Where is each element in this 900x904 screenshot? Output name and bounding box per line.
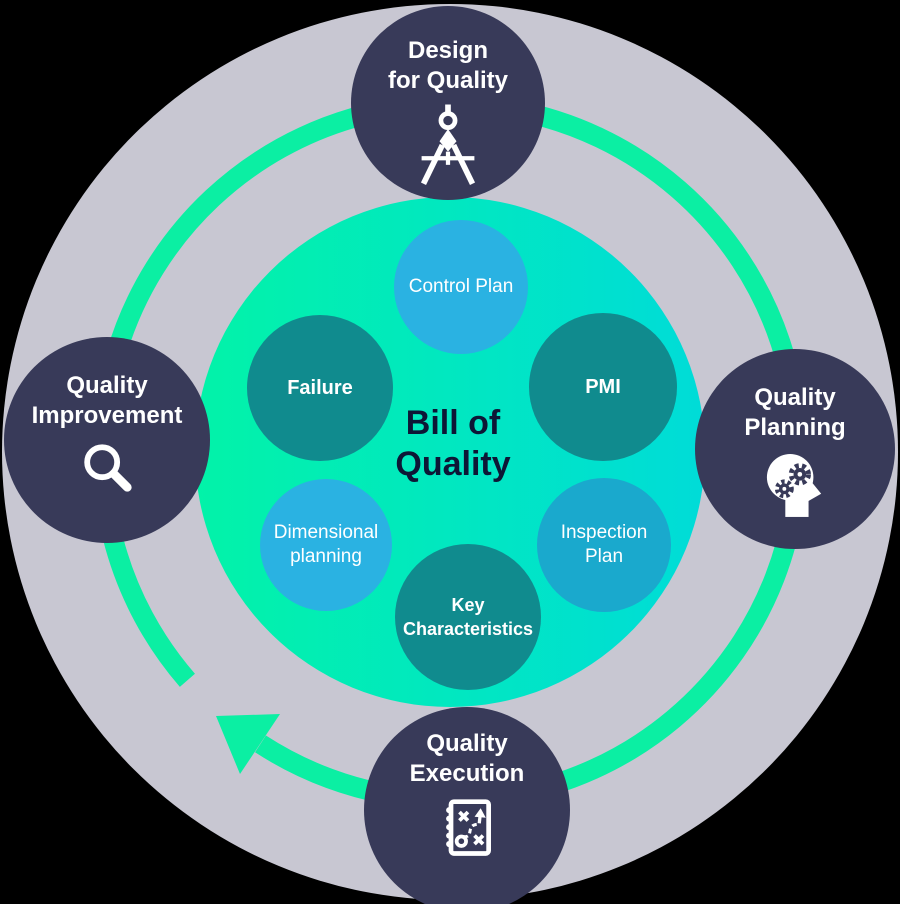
planning-label-line1: Quality	[754, 384, 836, 411]
node-inspection-plan-label: Inspection Plan	[561, 521, 648, 569]
node-failure: Failure	[247, 315, 393, 461]
node-dimensional-planning-label: Dimensional planning	[274, 521, 379, 569]
strategy-plan-icon	[446, 799, 491, 856]
node-quality-execution: Quality Execution	[364, 707, 570, 904]
planning-label-line2: Planning	[744, 414, 846, 441]
design-label-line1: Design	[407, 37, 488, 64]
node-pmi: PMI	[529, 313, 677, 461]
dimensional-line1: Dimensional	[273, 522, 379, 543]
node-key-characteristics-label: Key Characteristics	[403, 593, 533, 641]
node-design-for-quality: Design for Quality	[351, 6, 545, 200]
magnifying-glass-icon	[84, 444, 132, 492]
node-key-characteristics: Key Characteristics	[395, 544, 541, 690]
improvement-label-line2: Improvement	[31, 402, 183, 429]
head-with-gears-icon	[766, 453, 822, 517]
execution-label-line1: Quality	[426, 730, 508, 757]
key-line2: Characteristics	[402, 619, 534, 639]
inspection-line2: Plan	[584, 546, 624, 567]
center-title: Bill of Quality	[330, 403, 576, 485]
node-pmi-label: PMI	[585, 376, 621, 398]
node-dimensional-planning: Dimensional planning	[260, 479, 392, 611]
node-quality-improvement: Quality Improvement	[4, 337, 210, 543]
design-label-line2: for Quality	[387, 67, 508, 94]
inspection-line1: Inspection	[560, 522, 648, 543]
center-title-line2: Quality	[395, 445, 511, 483]
center-title-line1: Bill of	[405, 404, 501, 442]
flow-arrowhead-icon	[216, 714, 280, 774]
node-failure-label: Failure	[287, 377, 353, 399]
dimensional-line2: planning	[290, 546, 362, 567]
node-control-plan-label: Control Plan	[408, 276, 514, 297]
node-inspection-plan: Inspection Plan	[537, 478, 671, 612]
execution-label-line2: Execution	[409, 760, 525, 787]
key-line1: Key	[451, 595, 485, 615]
node-control-plan: Control Plan	[394, 220, 528, 354]
drafting-compass-icon	[420, 104, 476, 185]
node-quality-planning: Quality Planning	[695, 349, 895, 549]
improvement-label-line1: Quality	[66, 372, 148, 399]
